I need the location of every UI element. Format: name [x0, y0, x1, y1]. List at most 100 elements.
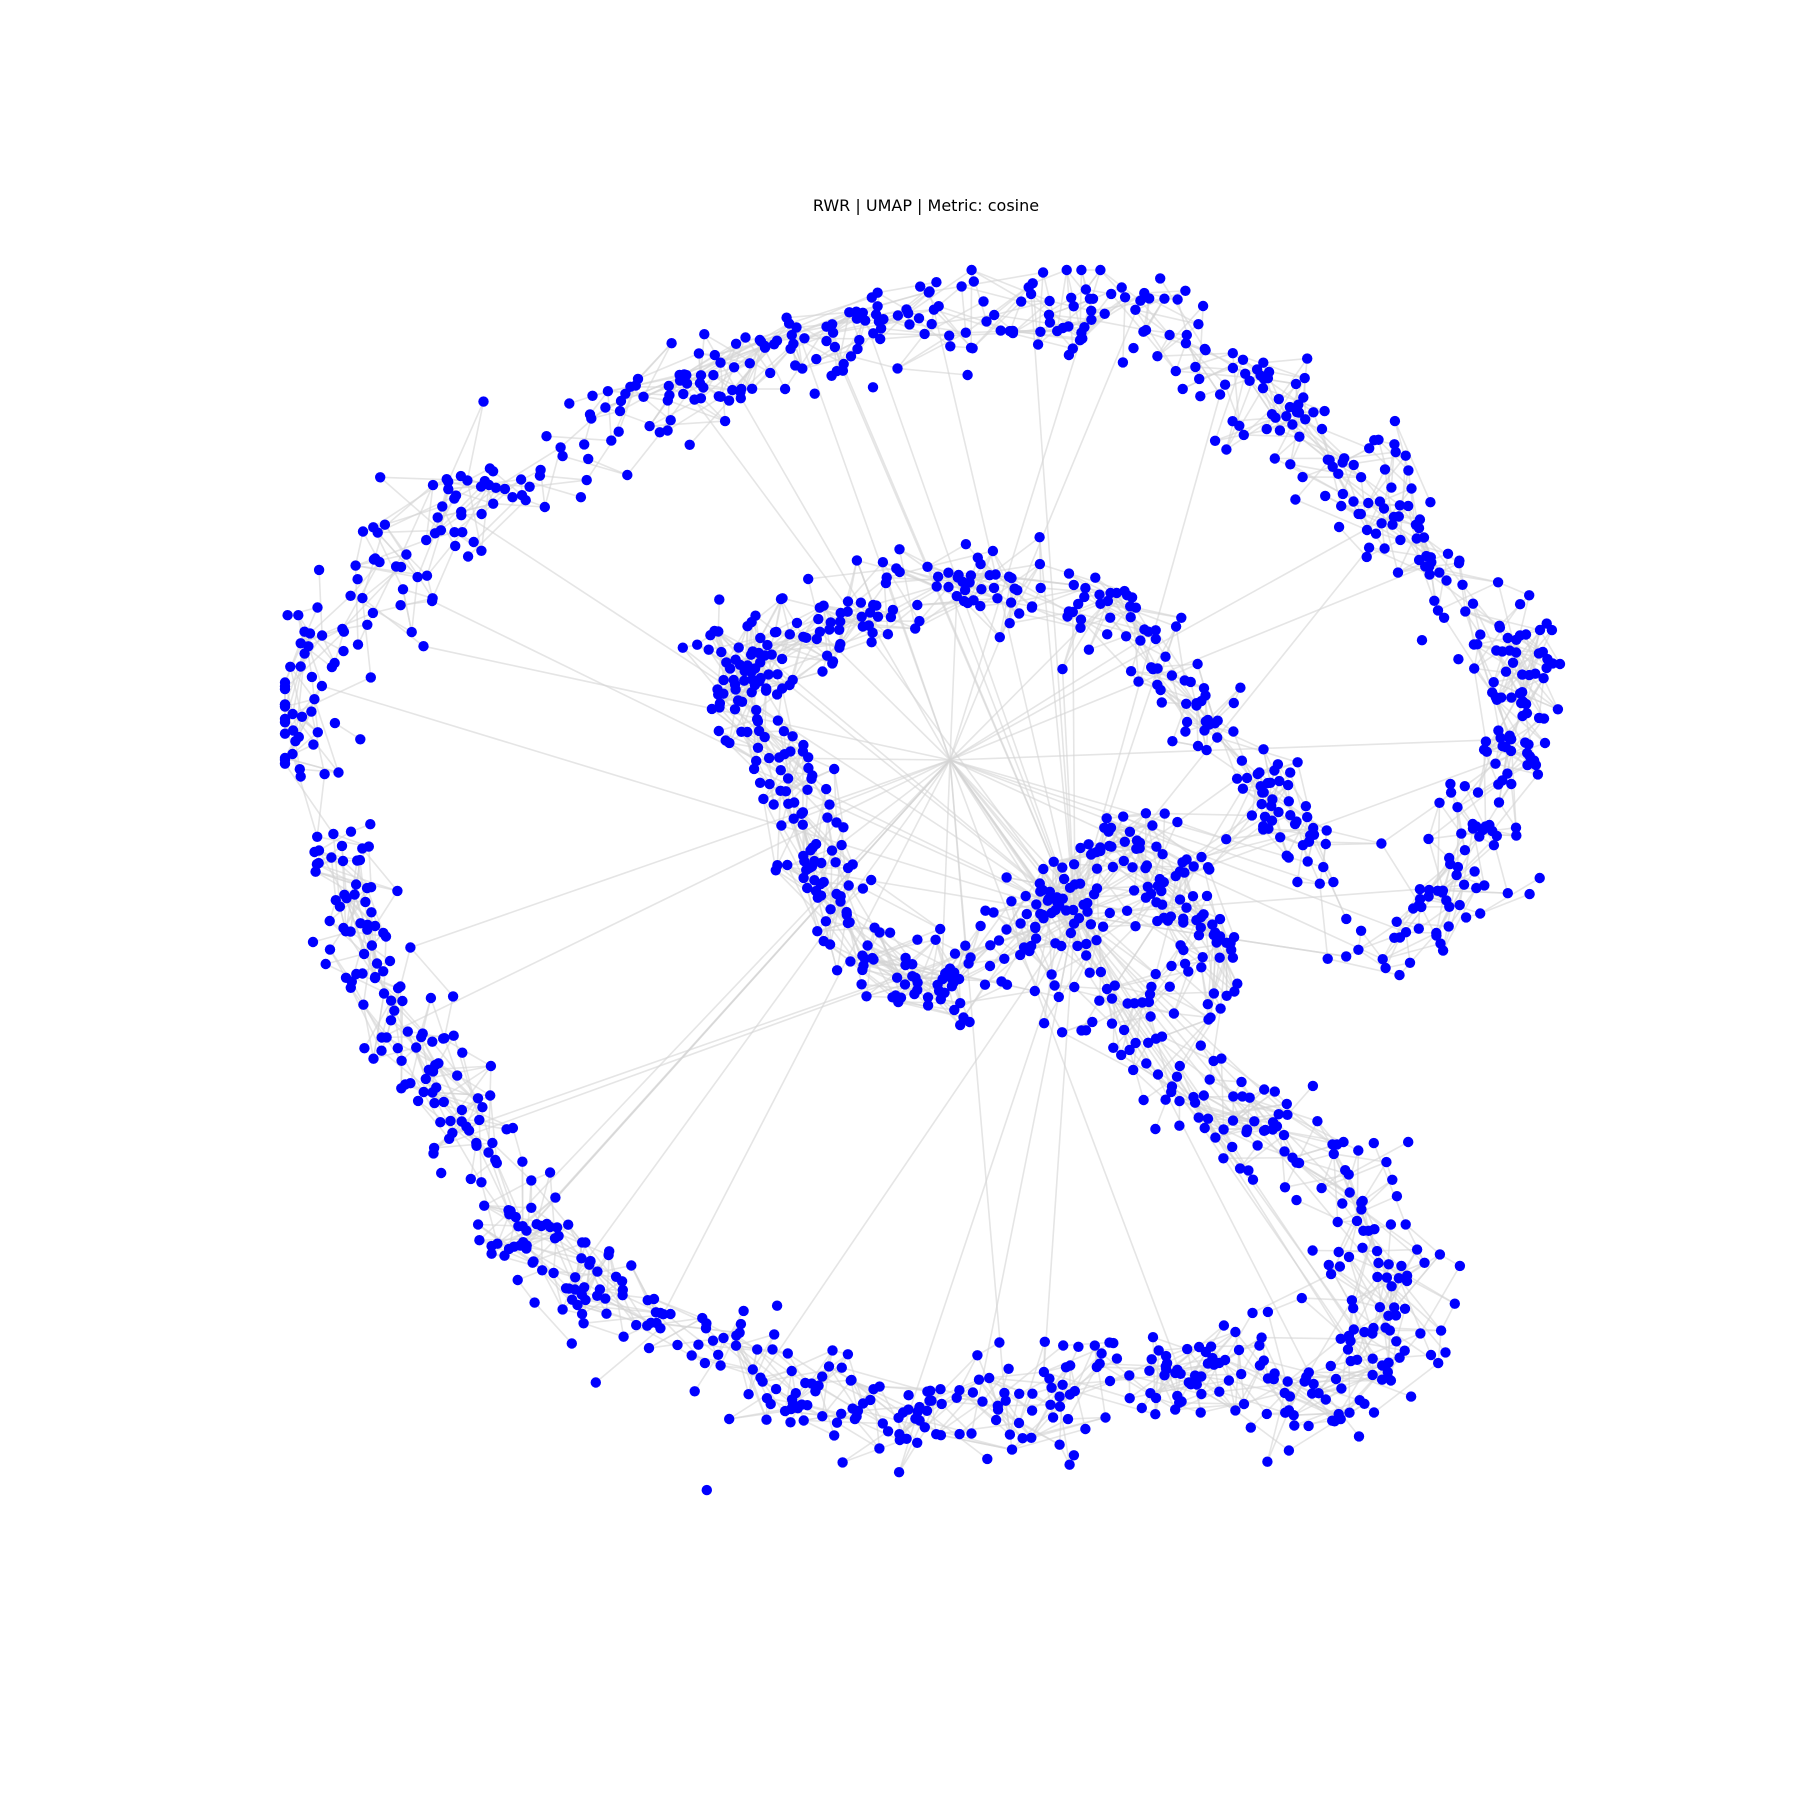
network-node [783, 318, 795, 329]
network-node [1517, 710, 1528, 722]
network-node [1095, 966, 1107, 978]
network-node [968, 276, 979, 287]
network-node [1232, 978, 1243, 989]
network-node [1452, 802, 1463, 813]
network-node [1480, 821, 1491, 832]
network-edge [989, 536, 1041, 576]
network-node [1371, 1245, 1383, 1257]
network-edge [311, 676, 319, 733]
network-node [1164, 329, 1175, 341]
network-edge [449, 1120, 490, 1154]
network-node [1153, 1345, 1164, 1356]
network-node [1454, 899, 1465, 911]
network-edge [1134, 309, 1177, 372]
network-node [933, 985, 945, 997]
network-node [367, 607, 379, 619]
network-edge [1080, 847, 1114, 868]
network-edge [1464, 610, 1501, 629]
network-node [439, 1033, 450, 1044]
network-edge [541, 1269, 564, 1310]
network-node [1389, 1302, 1400, 1313]
network-node [1021, 908, 1032, 920]
network-edge [1294, 1419, 1333, 1427]
network-node [1198, 909, 1209, 920]
network-node [1283, 1445, 1295, 1456]
network-edge [362, 1004, 399, 1049]
network-node [548, 1267, 559, 1279]
network-node [526, 1175, 537, 1186]
network-node [1502, 888, 1514, 899]
network-node [427, 1036, 438, 1047]
network-node [1261, 1408, 1273, 1420]
network-node [485, 1090, 496, 1101]
network-edge [377, 532, 419, 578]
network-edge [409, 946, 454, 997]
network-node [1241, 1124, 1253, 1135]
network-node [1216, 1053, 1227, 1064]
network-edge [1348, 1256, 1391, 1331]
network-node [475, 481, 487, 492]
network-node [779, 749, 790, 760]
network-edge [1019, 954, 1063, 1033]
network-edge [949, 759, 1321, 885]
network-node [1227, 362, 1239, 374]
network-node [1523, 739, 1534, 750]
network-node [829, 763, 840, 775]
network-node [1215, 1003, 1226, 1014]
network-node [1120, 631, 1132, 642]
network-node [1539, 737, 1551, 749]
network-node [1368, 1137, 1380, 1149]
network-edge [1384, 937, 1401, 969]
network-edge [587, 458, 628, 476]
network-node [1218, 1320, 1230, 1331]
network-node [827, 1345, 838, 1356]
network-node [309, 846, 320, 858]
network-node [769, 1329, 780, 1340]
network-node [1106, 993, 1118, 1004]
network-node [1104, 1337, 1115, 1348]
network-node [450, 540, 461, 552]
network-node [501, 1124, 512, 1135]
network-node [797, 819, 808, 830]
network-node [838, 822, 849, 833]
network-node [401, 549, 412, 560]
network-node [1128, 885, 1140, 896]
network-node [1479, 880, 1490, 891]
network-node [279, 728, 291, 739]
network-node [763, 669, 774, 680]
network-node [713, 725, 724, 737]
network-node [1194, 373, 1205, 385]
network-edge [1285, 816, 1308, 857]
network-edge [1261, 1336, 1341, 1340]
network-node [1196, 851, 1207, 863]
network-edge [981, 1368, 1010, 1403]
node-layer [279, 264, 1566, 1496]
network-node [817, 1371, 828, 1382]
network-edge [289, 666, 316, 700]
network-edge [1132, 1069, 1167, 1101]
network-edge [1337, 1195, 1398, 1223]
network-node [352, 855, 363, 866]
network-edge [1108, 816, 1124, 847]
network-edge [363, 1000, 392, 1049]
network-node [1151, 841, 1162, 852]
network-edge [1048, 314, 1092, 321]
network-node [1530, 759, 1542, 771]
network-node [600, 402, 611, 413]
network-edge [1382, 890, 1439, 960]
network-edge [1439, 571, 1499, 584]
network-node [1434, 1249, 1446, 1260]
network-node [517, 1221, 528, 1232]
network-node [544, 1167, 556, 1178]
network-node [566, 1338, 577, 1349]
network-node [1144, 1365, 1155, 1377]
network-node [1180, 338, 1192, 349]
network-node [1208, 1359, 1220, 1370]
network-node [371, 958, 383, 969]
network-node [785, 1417, 796, 1428]
network-edge [787, 1352, 806, 1384]
network-node [1116, 1049, 1127, 1061]
network-node [802, 784, 813, 795]
network-node [1159, 293, 1170, 304]
network-node [924, 286, 935, 297]
